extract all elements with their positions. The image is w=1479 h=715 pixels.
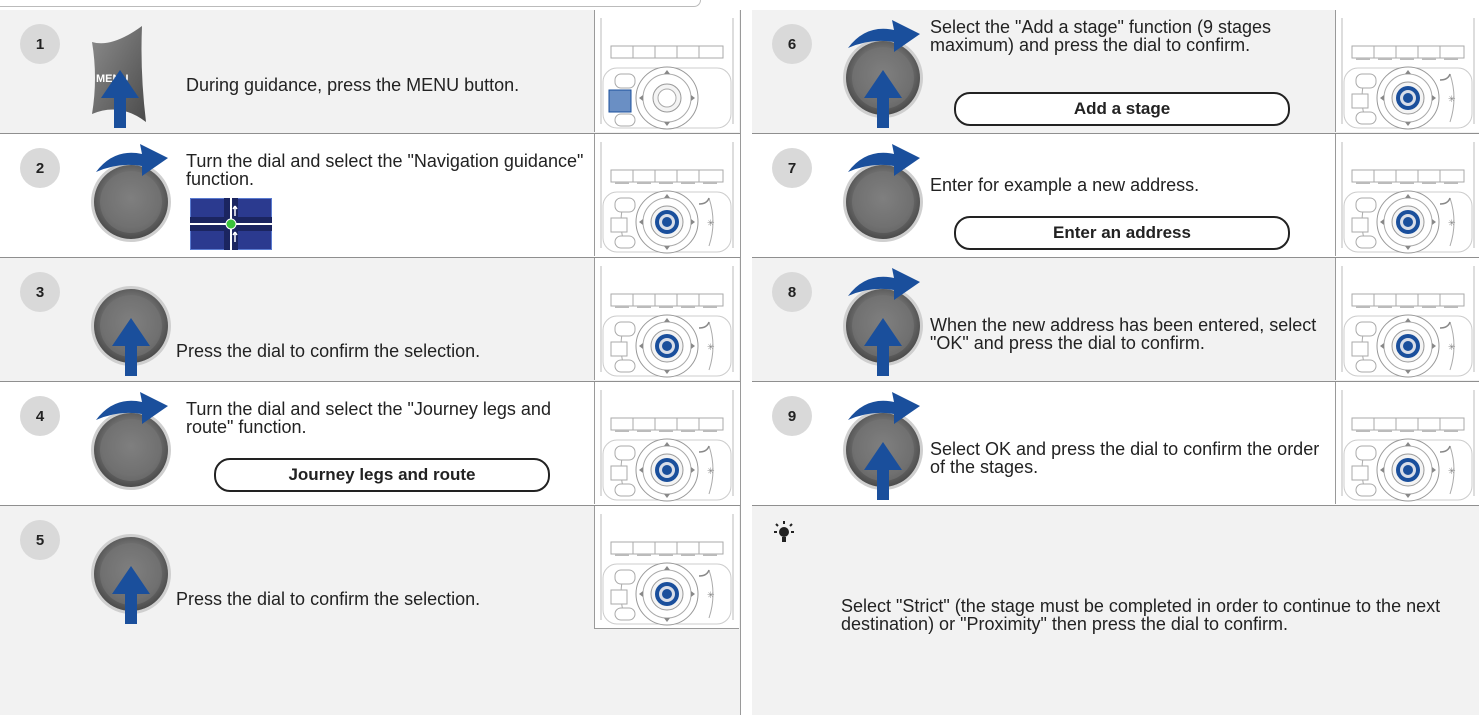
control-panel-illustration: [594, 506, 739, 629]
control-panel-illustration: [1335, 382, 1479, 504]
control-panel-illustration: [1335, 10, 1479, 132]
step-number: 6: [772, 24, 812, 64]
step-number: 5: [20, 520, 60, 560]
rotate-dial-icon: [828, 142, 938, 252]
step-number: 7: [772, 148, 812, 188]
step-row-3: 3 Press the dial to confirm the selectio…: [0, 258, 740, 382]
step-instruction: Turn the dial and select the "Journey le…: [186, 399, 551, 437]
control-panel-illustration: [1335, 258, 1479, 380]
step-number: 9: [772, 396, 812, 436]
column-divider: [740, 10, 741, 715]
control-panel-illustration: [594, 10, 739, 132]
step-row-6: 6 Select the "Add a stage" function (9 s…: [752, 10, 1479, 134]
control-panel-illustration: [1335, 134, 1479, 256]
navigation-guidance-icon: [189, 197, 273, 251]
add-a-stage-button[interactable]: Add a stage: [954, 92, 1290, 126]
step-number: 1: [20, 24, 60, 64]
rotate-press-dial-icon: [828, 18, 938, 128]
enter-an-address-button[interactable]: Enter an address: [954, 216, 1290, 250]
press-dial-icon: [76, 514, 186, 624]
step-instruction: Select OK and press the dial to confirm …: [930, 439, 1320, 477]
step-number: 4: [20, 396, 60, 436]
step-instruction: Press the dial to confirm the selection.: [176, 589, 481, 609]
step-instruction: Turn the dial and select the "Navigation…: [186, 151, 584, 189]
step-instruction: When the new address has been entered, s…: [930, 315, 1317, 353]
step-instruction: During guidance, press the MENU button.: [186, 75, 520, 95]
control-panel-illustration: [594, 258, 739, 380]
step-row-4: 4 Turn the dial and select the "Journey …: [0, 382, 740, 506]
step-row-9: 9 Select OK and press the dial to confir…: [752, 382, 1479, 506]
step-instruction: Enter for example a new address.: [930, 175, 1200, 195]
step-number: 2: [20, 148, 60, 188]
tip-text: Select "Strict" (the stage must be compl…: [841, 596, 1441, 634]
rotate-dial-icon: [76, 390, 186, 500]
header-tab-outline: [0, 0, 701, 7]
step-instruction: Press the dial to confirm the selection.: [176, 341, 481, 361]
rotate-press-dial-icon: [828, 266, 938, 376]
rotate-press-dial-icon: [828, 390, 938, 500]
step-instruction: Select the "Add a stage" function (9 sta…: [930, 17, 1271, 55]
step-row-8: 8 When the new address has been entered,…: [752, 258, 1479, 382]
rotate-dial-icon: [76, 142, 186, 252]
step-row-7: 7 Enter for example a new address. Enter…: [752, 134, 1479, 258]
control-panel-illustration: [594, 382, 739, 504]
step-row-5: 5 Press the dial to confirm the selectio…: [0, 506, 740, 715]
step-row-2: 2 Turn the dial and select the "Navigati…: [0, 134, 740, 258]
control-panel-illustration: [594, 134, 739, 256]
menu-button-press-icon: MENU: [76, 18, 186, 128]
tip-row: Select "Strict" (the stage must be compl…: [752, 506, 1479, 715]
press-dial-icon: [76, 266, 186, 376]
step-number: 3: [20, 272, 60, 312]
step-row-1: 1 MENU During guidance, press the MENU b…: [0, 10, 740, 134]
journey-legs-button[interactable]: Journey legs and route: [214, 458, 550, 492]
lightbulb-icon: [772, 521, 796, 547]
step-number: 8: [772, 272, 812, 312]
